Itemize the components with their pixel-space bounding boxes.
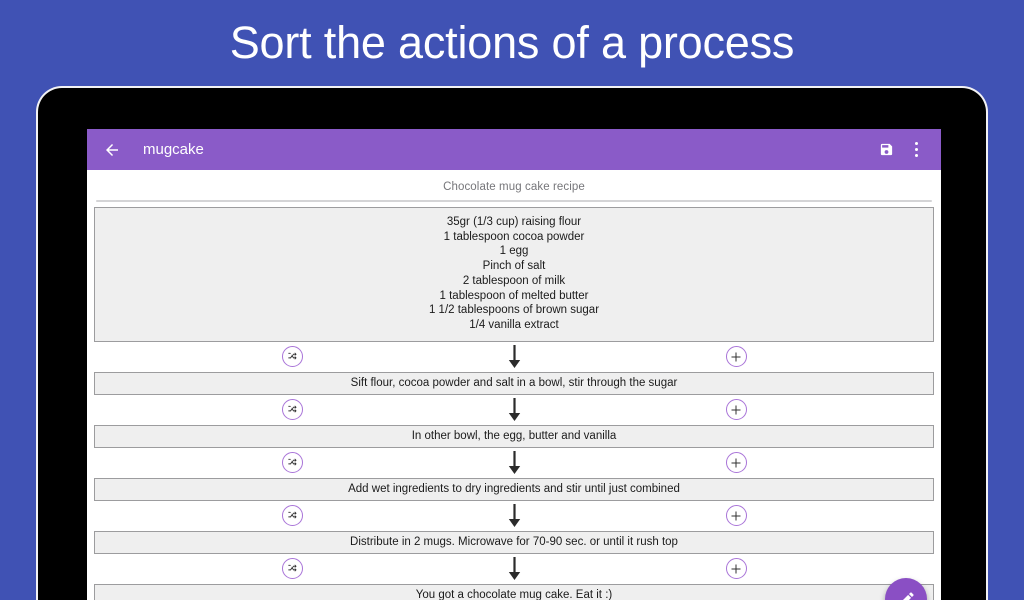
add-slot [721, 395, 751, 425]
edit-fab-button[interactable] [885, 578, 927, 600]
down-arrow-icon [508, 344, 520, 368]
arrow-slot [499, 395, 529, 425]
recipe-title: Chocolate mug cake recipe [443, 181, 585, 193]
down-arrow-icon [508, 556, 520, 580]
down-arrow-icon [508, 397, 520, 421]
ingredient-line: 1 tablespoon cocoa powder [443, 230, 585, 243]
shuffle-slot [277, 501, 307, 531]
plus-icon[interactable] [725, 505, 747, 527]
down-arrow-icon [508, 450, 520, 474]
overflow-dot [914, 154, 918, 157]
ingredient-line: 1 egg [499, 245, 529, 258]
shuffle-slot [277, 342, 307, 372]
shuffle-icon[interactable] [281, 558, 303, 580]
shuffle-icon[interactable] [281, 346, 303, 368]
connector-row [93, 395, 935, 425]
connector-row [93, 448, 935, 478]
device-screen: mugcake Chocolate mug cake recipe 35g [87, 129, 941, 600]
overflow-dot [914, 142, 918, 145]
app-bar: mugcake [87, 129, 941, 170]
save-floppy-icon[interactable] [871, 135, 901, 165]
ingredient-line: 1 1/2 tablespoons of brown sugar [428, 304, 600, 317]
arrow-slot [499, 448, 529, 478]
ingredient-line: 1 tablespoon of melted butter [439, 289, 589, 302]
plus-icon[interactable] [725, 452, 747, 474]
shuffle-slot [277, 554, 307, 584]
plus-icon[interactable] [725, 399, 747, 421]
overflow-menu-icon[interactable] [905, 135, 927, 165]
connector-row [93, 554, 935, 584]
step-field[interactable]: Add wet ingredients to dry ingredients a… [94, 477, 934, 501]
add-slot [721, 342, 751, 372]
arrow-slot [499, 501, 529, 531]
arrow-slot [499, 554, 529, 584]
ingredient-line: Pinch of salt [482, 260, 546, 273]
add-slot [721, 448, 751, 478]
tablet-device-frame: mugcake Chocolate mug cake recipe 35g [36, 86, 988, 600]
recipe-content: Chocolate mug cake recipe 35gr (1/3 cup)… [87, 170, 941, 600]
step-field[interactable]: Sift flour, cocoa powder and salt in a b… [94, 371, 934, 395]
connector-row [93, 342, 935, 372]
edit-pencil-icon [902, 591, 914, 600]
step-field[interactable]: Distribute in 2 mugs. Microwave for 70-9… [94, 530, 934, 554]
step-field[interactable]: In other bowl, the egg, butter and vanil… [94, 424, 934, 448]
connector-row [93, 501, 935, 531]
shuffle-icon[interactable] [281, 505, 303, 527]
down-arrow-icon [508, 503, 520, 527]
plus-icon[interactable] [725, 346, 747, 368]
promo-headline: Sort the actions of a process [229, 16, 795, 68]
ingredient-line: 1/4 vanilla extract [469, 318, 559, 331]
shuffle-icon[interactable] [281, 399, 303, 421]
shuffle-slot [277, 395, 307, 425]
add-slot [721, 554, 751, 584]
step-field[interactable]: You got a chocolate mug cake. Eat it :) [94, 583, 934, 600]
shuffle-slot [277, 448, 307, 478]
ingredients-field[interactable]: 35gr (1/3 cup) raising flour 1 tablespoo… [94, 207, 934, 342]
app-bar-title: mugcake [143, 141, 204, 158]
title-divider [96, 200, 932, 202]
shuffle-icon[interactable] [281, 452, 303, 474]
add-slot [721, 501, 751, 531]
ingredient-line: 2 tablespoon of milk [462, 274, 566, 287]
ingredient-line: 35gr (1/3 cup) raising flour [446, 216, 582, 228]
plus-icon[interactable] [725, 558, 747, 580]
back-arrow-icon[interactable] [97, 135, 127, 165]
arrow-slot [499, 342, 529, 372]
overflow-dot [914, 148, 918, 151]
